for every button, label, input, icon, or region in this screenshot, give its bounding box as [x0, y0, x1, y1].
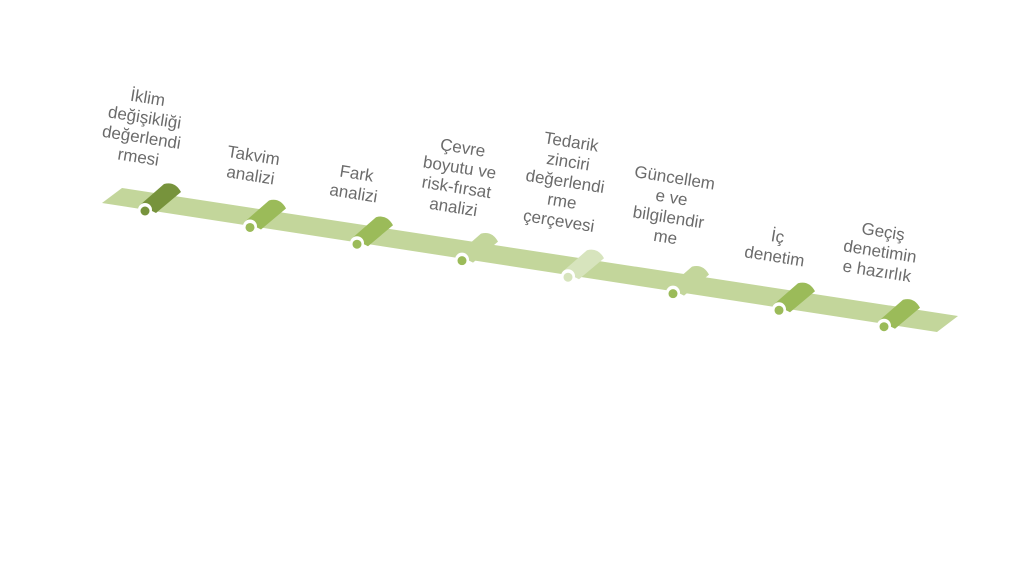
step-fold-6: [666, 266, 709, 300]
ribbon-band: [102, 188, 958, 332]
step-label-5: Tedarik zinciri değerlendi rme çerçevesi: [521, 128, 606, 237]
fold-dot: [668, 289, 678, 299]
step-fold-8: [877, 299, 920, 333]
fold-dot: [457, 256, 467, 266]
fold-dot: [245, 222, 255, 232]
step-fold-3: [350, 216, 393, 251]
fold-dot: [140, 206, 150, 216]
step-label-1: İklim değişikliği değerlendi rmesi: [100, 85, 183, 170]
step-label-4: Çevre boyutu ve risk-fırsat analizi: [420, 134, 498, 221]
step-fold-5: [561, 249, 604, 284]
fold-dot: [774, 305, 784, 315]
step-fold-2: [243, 199, 286, 234]
step-fold-4: [455, 232, 498, 267]
fold-dot: [879, 322, 889, 332]
step-fold-1: [138, 183, 181, 217]
fold-dot: [352, 239, 362, 249]
step-fold-7: [772, 282, 815, 317]
step-label-6: Güncellem e ve bilgilendir me: [631, 162, 717, 249]
fold-dot: [563, 272, 573, 282]
